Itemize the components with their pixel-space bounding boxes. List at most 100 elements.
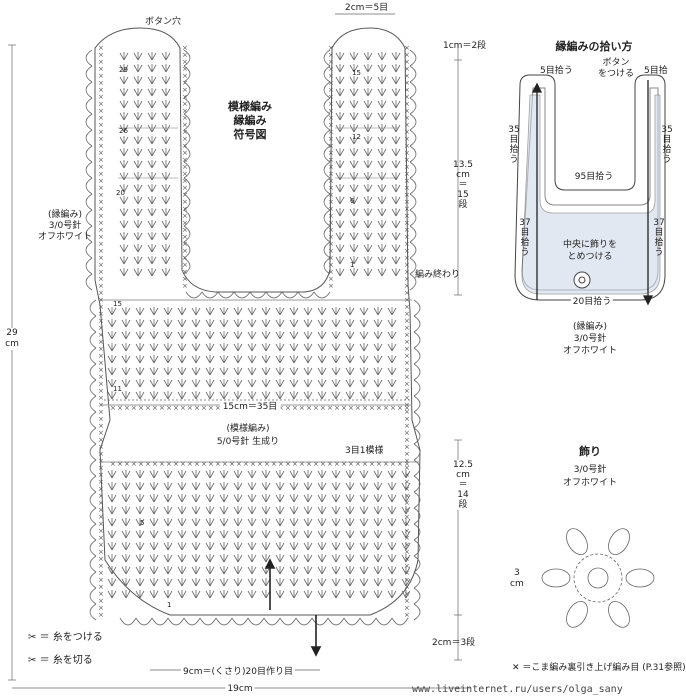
row-number: 12 xyxy=(352,133,361,141)
svg-text:×: × xyxy=(98,569,104,577)
svg-text:×: × xyxy=(98,534,104,542)
pickup-title: 縁編みの拾い方 xyxy=(555,40,633,53)
svg-text:×: × xyxy=(404,387,410,395)
svg-text:×: × xyxy=(182,198,188,206)
svg-text:×: × xyxy=(328,240,334,248)
pickup-button-2: をつける xyxy=(597,69,635,79)
pickup-left-side: 37目拾う xyxy=(519,218,531,258)
svg-text:×: × xyxy=(328,212,334,220)
svg-text:×: × xyxy=(98,177,104,185)
svg-text:×: × xyxy=(362,404,368,412)
svg-text:×: × xyxy=(327,460,333,468)
svg-text:×: × xyxy=(98,527,104,535)
svg-text:×: × xyxy=(145,460,151,468)
svg-text:×: × xyxy=(404,261,410,269)
pickup-label-1: (縁編み) xyxy=(572,322,608,332)
svg-text:×: × xyxy=(404,310,410,318)
svg-text:×: × xyxy=(201,460,207,468)
svg-text:×: × xyxy=(201,404,207,412)
ornament-size: 3 cm xyxy=(510,568,524,589)
svg-text:×: × xyxy=(98,114,104,122)
svg-text:×: × xyxy=(404,460,410,468)
svg-text:×: × xyxy=(98,478,104,486)
svg-text:×: × xyxy=(404,555,410,563)
svg-text:×: × xyxy=(404,170,410,178)
pickup-top-right: 5目拾 xyxy=(644,66,668,76)
svg-text:×: × xyxy=(328,275,334,283)
svg-text:×: × xyxy=(98,422,104,430)
crochet-bib-chart: ××××××××××××××××××××××××××××××××××××××××… xyxy=(3,3,686,695)
svg-text:×: × xyxy=(98,443,104,451)
svg-text:×: × xyxy=(404,415,410,423)
svg-text:×: × xyxy=(404,212,410,220)
svg-text:×: × xyxy=(98,58,104,66)
svg-text:×: × xyxy=(271,460,277,468)
svg-text:×: × xyxy=(98,44,104,52)
svg-text:×: × xyxy=(404,527,410,535)
svg-text:×: × xyxy=(182,240,188,248)
svg-text:×: × xyxy=(159,460,165,468)
svg-text:×: × xyxy=(98,226,104,234)
svg-text:×: × xyxy=(182,163,188,171)
svg-text:×: × xyxy=(98,205,104,213)
svg-text:×: × xyxy=(404,478,410,486)
svg-text:×: × xyxy=(328,191,334,199)
svg-text:×: × xyxy=(328,107,334,115)
svg-text:×: × xyxy=(328,247,334,255)
pickup-top-left: 5目拾う xyxy=(540,66,573,76)
svg-text:×: × xyxy=(320,460,326,468)
svg-text:×: × xyxy=(369,404,375,412)
svg-text:×: × xyxy=(257,460,263,468)
svg-text:×: × xyxy=(404,583,410,591)
svg-text:×: × xyxy=(215,404,221,412)
svg-text:×: × xyxy=(404,163,410,171)
svg-text:×: × xyxy=(404,177,410,185)
svg-text:×: × xyxy=(98,212,104,220)
svg-text:×: × xyxy=(182,268,188,276)
svg-text:×: × xyxy=(313,460,319,468)
row-number: 1 xyxy=(167,601,172,609)
svg-text:×: × xyxy=(404,373,410,381)
svg-text:×: × xyxy=(98,149,104,157)
svg-text:×: × xyxy=(404,394,410,402)
svg-text:×: × xyxy=(98,331,104,339)
svg-text:×: × xyxy=(404,345,410,353)
svg-text:×: × xyxy=(182,65,188,73)
svg-text:×: × xyxy=(328,121,334,129)
row-number: 26 xyxy=(119,127,128,135)
svg-text:×: × xyxy=(404,93,410,101)
svg-text:×: × xyxy=(328,58,334,66)
svg-text:×: × xyxy=(313,404,319,412)
svg-text:×: × xyxy=(390,460,396,468)
svg-text:×: × xyxy=(98,289,104,297)
svg-text:×: × xyxy=(383,460,389,468)
chart-title-line-3: 符号図 xyxy=(233,128,267,141)
svg-text:×: × xyxy=(98,457,104,465)
svg-text:×: × xyxy=(187,404,193,412)
svg-text:×: × xyxy=(404,541,410,549)
svg-text:×: × xyxy=(404,520,410,528)
svg-text:×: × xyxy=(404,226,410,234)
row-number: 20 xyxy=(116,189,125,197)
svg-text:×: × xyxy=(98,156,104,164)
svg-text:×: × xyxy=(98,401,104,409)
svg-text:×: × xyxy=(328,205,334,213)
svg-text:×: × xyxy=(250,460,256,468)
svg-text:×: × xyxy=(397,460,403,468)
svg-text:×: × xyxy=(98,345,104,353)
svg-text:×: × xyxy=(404,184,410,192)
svg-text:×: × xyxy=(98,408,104,416)
svg-text:×: × xyxy=(341,404,347,412)
total-height-label: 29 cm xyxy=(3,328,21,350)
svg-text:×: × xyxy=(98,548,104,556)
svg-text:×: × xyxy=(404,149,410,157)
svg-text:×: × xyxy=(390,404,396,412)
svg-text:×: × xyxy=(98,72,104,80)
svg-text:×: × xyxy=(404,534,410,542)
svg-text:×: × xyxy=(328,142,334,150)
svg-text:×: × xyxy=(369,460,375,468)
svg-text:×: × xyxy=(229,460,235,468)
svg-text:×: × xyxy=(334,404,340,412)
repeat-label: 3目1模様 xyxy=(345,446,384,456)
svg-text:×: × xyxy=(98,184,104,192)
